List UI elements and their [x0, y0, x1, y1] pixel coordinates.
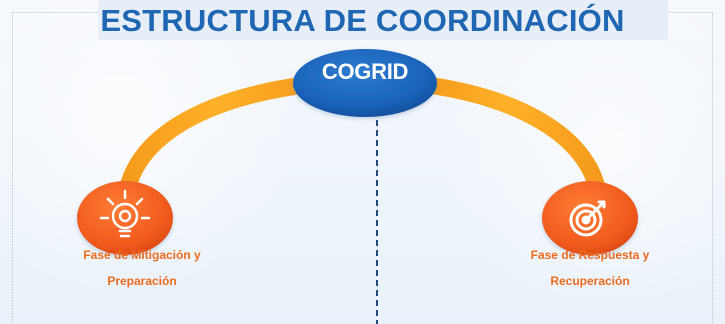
left-phase-node[interactable]	[77, 181, 173, 255]
left-phase-line2: Preparación	[107, 274, 177, 288]
page-title: ESTRUCTURA DE COORDINACIÓN	[100, 3, 625, 38]
right-phase-line1: Fase de Respuesta y	[530, 248, 650, 262]
cogrid-node[interactable]	[293, 49, 437, 117]
lightbulb-gear-icon	[99, 189, 151, 238]
right-phase-label: Fase de Respuesta y Recuperación	[510, 242, 670, 294]
right-phase-node[interactable]	[542, 181, 638, 255]
cogrid-label: COGRID	[321, 59, 409, 84]
title-band	[98, 0, 668, 40]
left-phase-line1: Fase de Mitigación y	[83, 248, 201, 262]
left-phase-label: Fase de Mitigación y Preparación	[52, 242, 232, 294]
target-icon	[569, 200, 606, 237]
right-phase-line2: Recuperación	[550, 274, 630, 288]
